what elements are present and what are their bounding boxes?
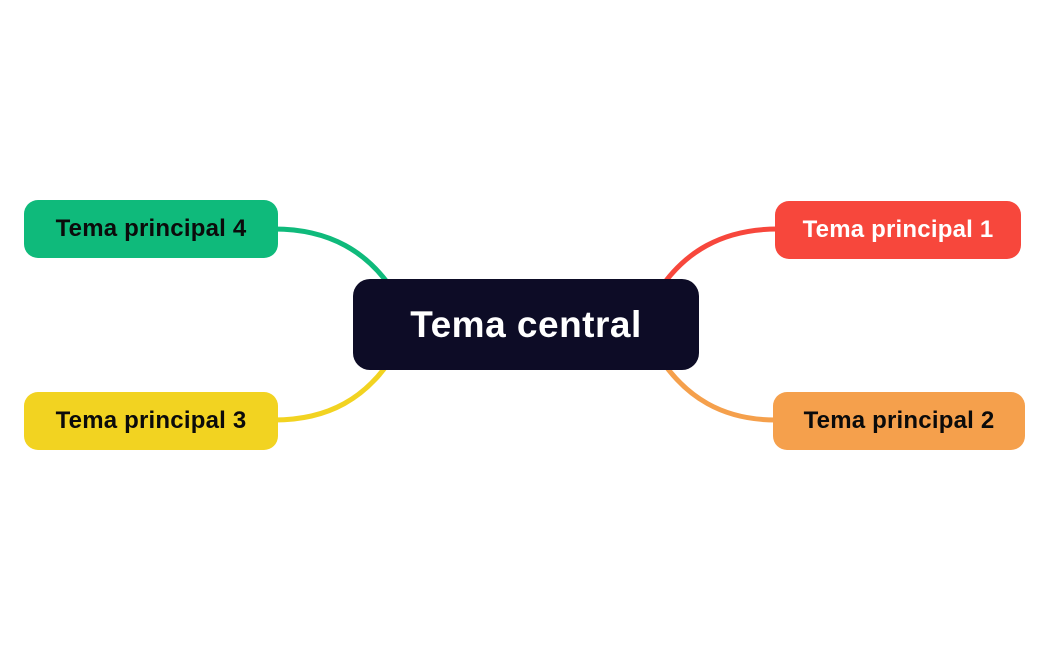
branch-node-2[interactable]: Tema principal 2 — [773, 392, 1025, 450]
central-topic-node[interactable]: Tema central — [353, 279, 699, 370]
connector-branch-3 — [271, 355, 395, 423]
connector-branch-4 — [271, 226, 397, 295]
connector-branch-2 — [657, 355, 779, 423]
branch-label-4: Tema principal 4 — [55, 215, 247, 242]
branch-label-1: Tema principal 1 — [802, 216, 994, 243]
branch-node-3[interactable]: Tema principal 3 — [24, 392, 278, 450]
central-topic-label: Tema central — [410, 303, 642, 345]
connector-branch-1 — [655, 226, 781, 295]
branch-node-1[interactable]: Tema principal 1 — [775, 201, 1021, 259]
branch-node-4[interactable]: Tema principal 4 — [24, 200, 278, 258]
branch-label-3: Tema principal 3 — [55, 407, 247, 434]
branch-label-2: Tema principal 2 — [803, 407, 995, 434]
